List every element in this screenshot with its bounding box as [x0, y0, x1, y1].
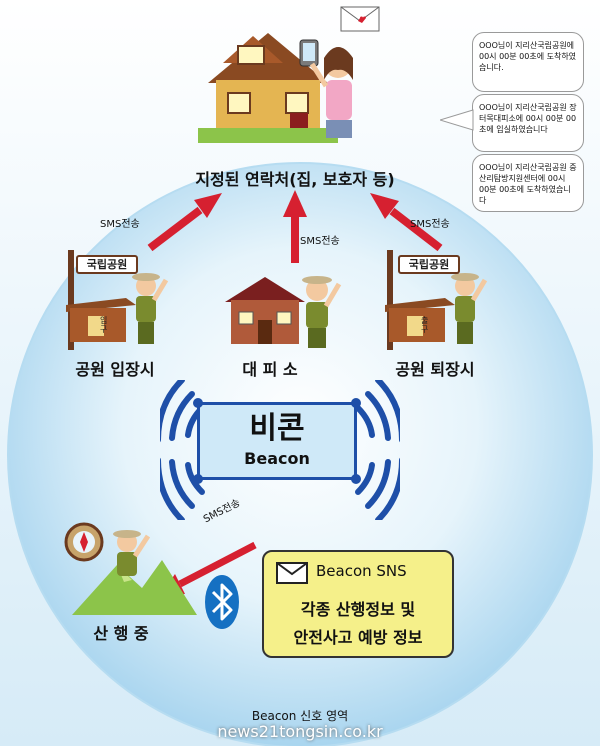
- contact-label: 지정된 연락처(집, 보호자 등): [195, 170, 395, 189]
- arrow-entry-head: [194, 193, 222, 218]
- entry-gate-text: 입구: [100, 316, 108, 334]
- mail-icon: [276, 562, 308, 584]
- sms-label-exit: SMS전송: [410, 219, 450, 230]
- beacon-box: 비콘 Beacon: [197, 402, 357, 480]
- beacon-title-korean: 비콘: [249, 411, 305, 446]
- shelter-label: 대 피 소: [242, 360, 298, 379]
- exit-sign: 국립공원: [398, 255, 460, 274]
- bubble-pointer: [440, 109, 474, 131]
- sms-label-shelter: SMS전송: [300, 236, 340, 247]
- exit-label: 공원 퇴장시: [395, 360, 475, 379]
- exit-gate-text: 출구: [421, 316, 429, 334]
- hiker-illustration: [64, 522, 197, 615]
- signal-area-label: Beacon 신호 영역: [251, 709, 349, 723]
- message-bubble-1: OOO님이 지리산국립공원에 00시 00분 00초에 도착하였습니다.: [472, 32, 584, 92]
- message-bubble-3: OOO님이 지리산국립공원 중산리탐방지원센터에 00시 00분 00초에 도착…: [472, 154, 584, 212]
- guardian-figure: [299, 39, 353, 138]
- arrow-exit: [389, 207, 443, 252]
- house-illustration: [198, 33, 338, 143]
- entry-sign: 국립공원: [76, 255, 138, 274]
- watermark: news21tongsin.co.kr: [217, 722, 383, 741]
- arrow-hiking: [178, 541, 257, 588]
- beacon-title-english: Beacon: [244, 449, 310, 468]
- beacon-box-corners: [193, 398, 361, 484]
- envelope-icon: [340, 6, 380, 32]
- signal-wave-icons: [160, 380, 400, 520]
- entry-label: 공원 입장시: [75, 360, 155, 379]
- arrow-entry: [147, 206, 203, 252]
- sms-label-entry: SMS전송: [100, 219, 140, 230]
- shelter-illustration: [225, 276, 342, 348]
- exit-gate-illustration: [385, 250, 488, 350]
- beacon-sns-box: Beacon SNS 각종 산행정보 및 안전사고 예방 정보: [262, 550, 454, 658]
- arrow-shelter-head: [283, 190, 307, 217]
- hiking-label: 산 행 중: [93, 624, 149, 643]
- sns-title: Beacon SNS: [316, 562, 407, 580]
- sns-line-1: 각종 산행정보 및: [300, 600, 416, 619]
- arrow-exit-head: [370, 193, 399, 219]
- message-bubble-2: OOO님이 지리산국립공원 장터목대피소에 00시 00분 00초에 입실하였습…: [472, 94, 584, 152]
- bluetooth-icon: [205, 575, 239, 629]
- entry-gate-illustration: [66, 250, 169, 350]
- sns-line-2: 안전사고 예방 정보: [293, 628, 423, 647]
